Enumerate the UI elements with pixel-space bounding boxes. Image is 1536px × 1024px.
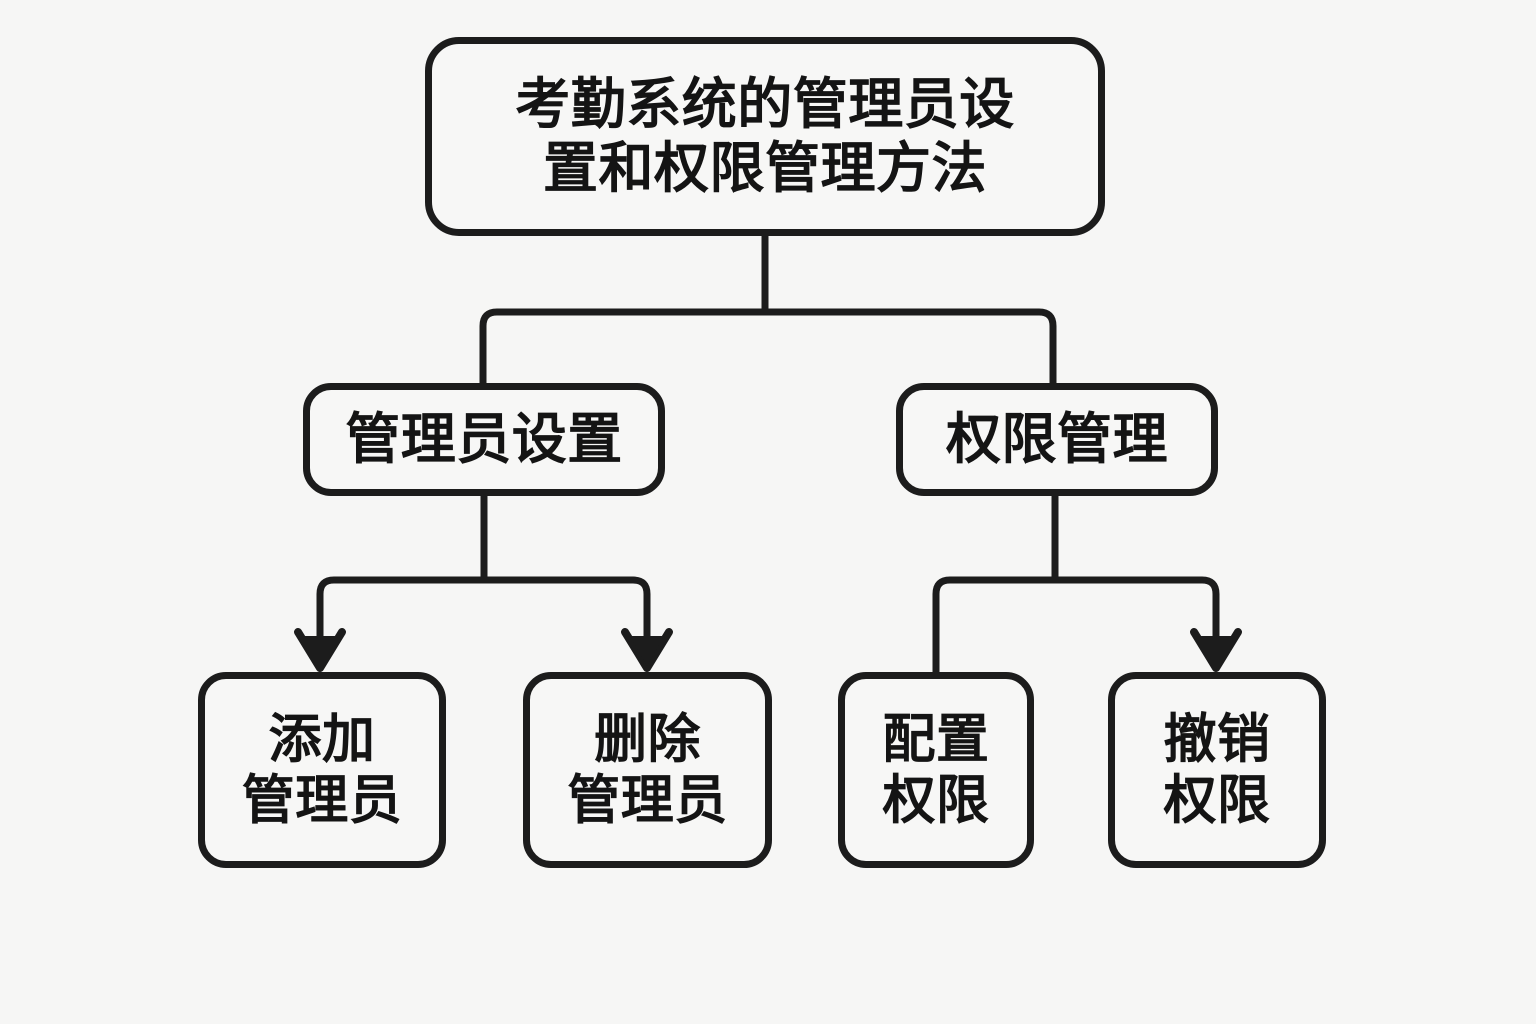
edge-root-to-admin-settings: [479, 308, 765, 383]
node-admin-settings[interactable]: 管理员设置: [303, 383, 665, 496]
node-revoke-permission[interactable]: 撤销 权限: [1108, 672, 1326, 868]
arrowhead-add-admin: [294, 628, 346, 672]
node-configure-permission[interactable]: 配置 权限: [838, 672, 1034, 868]
arrowhead-revoke-permission: [1190, 628, 1242, 672]
node-root[interactable]: 考勤系统的管理员设 置和权限管理方法: [425, 37, 1105, 236]
node-permission-management[interactable]: 权限管理: [896, 383, 1218, 496]
arrowhead-fill-delete-admin: [630, 636, 664, 666]
edge-permission-management-to-revoke-permission: [1055, 576, 1220, 648]
node-delete-admin[interactable]: 删除 管理员: [523, 672, 772, 868]
node-add-admin[interactable]: 添加 管理员: [198, 672, 446, 868]
arrowhead-delete-admin: [621, 628, 673, 672]
edge-root-to-permission-management: [765, 308, 1057, 383]
edge-admin-settings-to-delete-admin: [484, 576, 651, 648]
arrowhead-fill-revoke-permission: [1199, 636, 1233, 666]
edge-permission-management-to-configure-permission: [932, 576, 1055, 672]
arrowhead-fill-add-admin: [303, 636, 337, 666]
edge-admin-settings-to-add-admin: [316, 576, 484, 648]
